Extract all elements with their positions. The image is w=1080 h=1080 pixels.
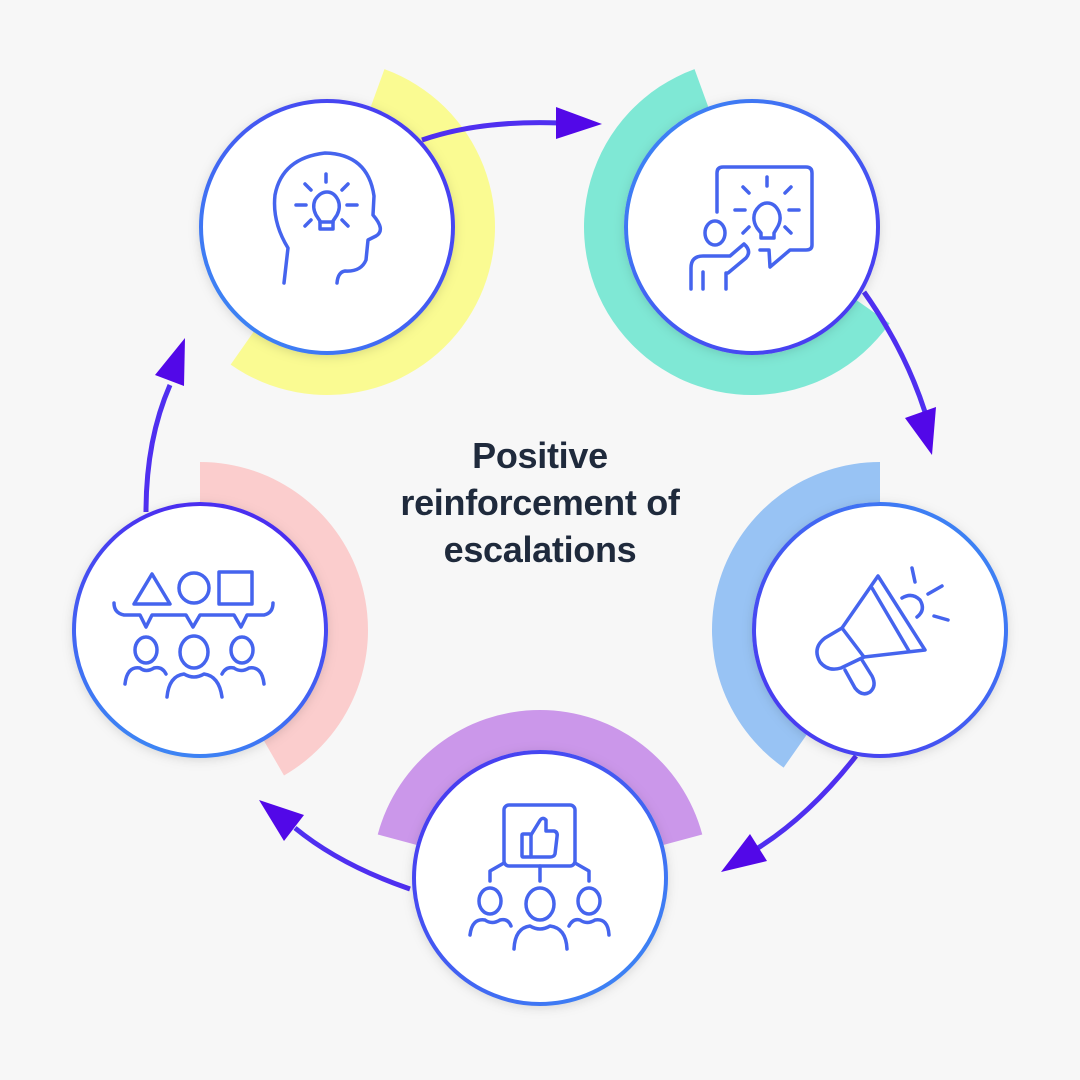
title-line-1: Positive [472,435,608,476]
step-5-accent-arc [200,462,368,776]
arrow-head-1 [556,107,602,139]
megaphone-icon [815,566,950,696]
connector-arrows [143,107,936,892]
diagram-title: Positive reinforcement of escalations [340,432,740,573]
step-2-node [624,99,880,355]
step-1-node [199,99,455,355]
team-thumbs-up-icon [468,803,611,951]
arrow-head-4 [259,800,304,841]
step-5-node [72,502,328,758]
arrow-4-to-5 [293,826,411,892]
arrow-head-2 [905,407,936,455]
step-3-accent-arc [712,462,880,768]
arrow-head-3 [721,834,767,872]
arrow-head-5 [155,338,185,386]
title-line-2: reinforcement of [400,482,680,523]
title-line-3: escalations [443,529,637,570]
arrow-2-to-3 [861,290,928,413]
head-lightbulb-icon [272,151,383,285]
arrow-5-to-1 [143,384,173,513]
arrow-3-to-4 [756,754,858,851]
step-3-node [752,502,1008,758]
step-4-accent-arc [377,710,703,845]
presenter-lightbulb-icon [689,165,814,291]
arrow-1-to-2 [421,120,561,143]
step-4-node [412,750,668,1006]
group-shapes-icon [112,570,275,699]
step-1-accent-arc [230,69,495,395]
